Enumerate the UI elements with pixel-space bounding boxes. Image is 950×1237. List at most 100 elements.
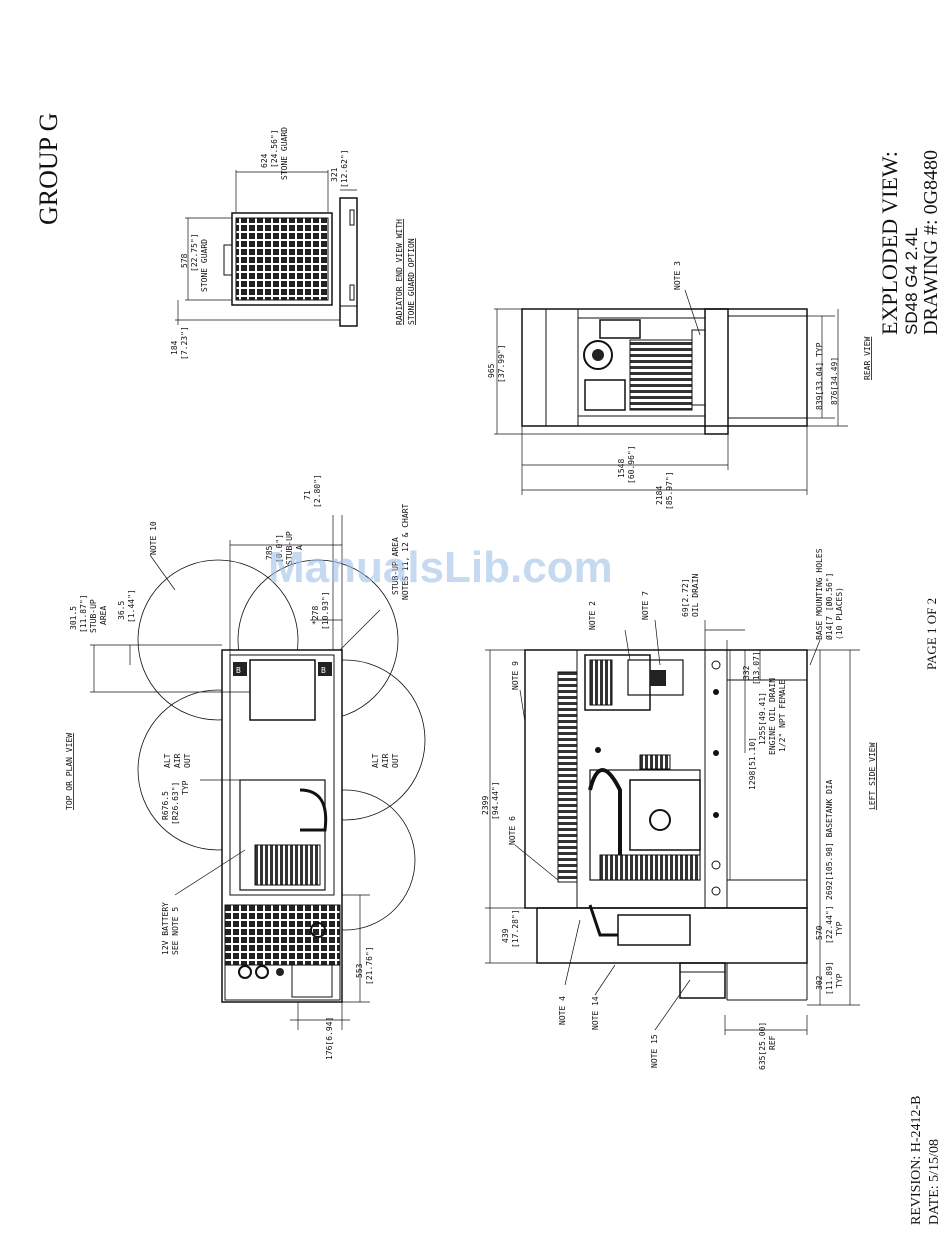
left-dim-635: 635[25.00] [758,1022,767,1070]
left-dim-2399-in: [94.44"] [491,781,500,820]
left-note7: NOTE 7 [641,591,650,620]
rear-dim-height: 965 [487,363,496,378]
watermark: ManualsLib.com [268,543,613,592]
rad-view-title: RADIATOR END VIEW WITH [395,219,404,325]
top-alt-left-2: AIR [173,753,182,768]
rad-dim-side-in: [12.62"] [340,149,349,188]
top-dim-785-in: [0.0"] [275,534,284,563]
top-note10: NOTE 10 [149,521,158,555]
top-dim-3015: 301.5 [69,606,78,630]
rear-dim-2184: 2184 [655,486,664,505]
model-label: SD48 G4 2.4L [902,227,921,335]
left-note15: NOTE 15 [650,1034,659,1068]
top-stub-small1: STUB-UP [285,531,294,565]
left-dim-302-typ: TYP [835,973,844,988]
rear-dim-839: 839[33.04] TYP [815,342,824,410]
top-dim-365: 36.5 [117,601,126,620]
rad-dim-height: 578 [180,253,189,268]
left-note6: NOTE 6 [508,816,517,845]
left-dim-2399: 2399 [481,796,490,815]
date-label: DATE: 5/15/08 [927,1139,942,1225]
rear-dim-876: 876[34.49] [830,357,839,405]
top-dim-278: *278 [311,606,320,625]
left-dim-439-in: [17.28"] [511,909,520,948]
rear-dim-height-in: [37.99"] [497,344,506,383]
left-dim-570-typ: TYP [835,921,844,936]
rear-note3: NOTE 3 [673,261,682,290]
top-alt-right-1: ALT [371,753,380,768]
group-label: GROUP G [34,113,63,225]
rear-dim-1548-in: [60.96"] [627,445,636,484]
top-dim-71-in: [2.80"] [313,474,322,508]
left-dim-1255: 1255[49.41] [758,692,767,745]
left-engine-drain2: 1/2" NPT FEMALE [778,680,787,752]
top-radius-typ: TYP [181,780,190,795]
top-stub-label2: AREA [99,606,108,625]
rad-dim-bottom: 184 [170,340,179,355]
top-plan-view [90,515,426,1030]
top-dim-278-in: [10.93"] [321,591,330,630]
rear-view-title: REAR VIEW [863,336,872,380]
left-note4: NOTE 4 [558,996,567,1025]
top-dim-176: 176[6.94] [325,1017,334,1060]
top-battery: 12V BATTERY [161,902,170,955]
left-dim-332-in: [13.07] [752,651,761,685]
left-dim-635-ref: REF [768,1035,777,1050]
left-dim-439: 439 [501,928,510,943]
rad-dim-height-label: STONE GUARD [200,239,209,292]
top-view-title: TOP OR PLAN VIEW [65,733,74,810]
top-dim-71: 71 [303,490,312,500]
left-note14: NOTE 14 [591,996,600,1030]
top-stubup-notes: NOTES 11, 12 & CHART [401,503,410,600]
top-alt-left-1: ALT [163,753,172,768]
revision-label: REVISION: H-2412-B [909,1096,924,1226]
top-radius: R676.5 [161,791,170,820]
radiator-end-view [175,170,358,327]
top-stubup-area: STUB-UP AREA [391,537,400,595]
left-dim-570-in: [22.44"] [825,905,834,944]
top-dim-553: 553 [355,963,364,978]
rad-dim-width-in: [24.56"] [270,129,279,168]
left-mount-holes3: (10 PLACES) [835,587,844,640]
top-mark-b-right: B [321,666,326,675]
top-alt-right-3: OUT [391,753,400,768]
top-mark-b-left: B [236,666,241,675]
top-dim-365-in: [1.44"] [127,589,136,623]
rear-dim-1548: 1548 [617,459,626,478]
left-dim-2692: 2692[105.98] BASETANK DIA [825,779,834,900]
rad-dim-width-label: STONE GUARD [280,127,289,180]
top-alt-right-2: AIR [381,753,390,768]
top-stub-small2: A [295,545,304,550]
top-stub-label1: STUB-UP [89,599,98,633]
left-mount-holes: BASE MOUNTING HOLES [815,548,824,640]
rad-dim-height-in: [22.75"] [190,233,199,272]
left-side-view [485,619,860,1035]
top-battery-note: SEE NOTE 5 [171,907,180,955]
left-oil-drain: 69[2.72] [681,578,690,617]
rad-dim-bottom-in: [7.23"] [180,326,189,360]
view-title: EXPLODED VIEW: [877,151,902,335]
top-radius-in: [R26.63"] [171,782,180,825]
top-dim-3015-in: [11.87"] [79,594,88,633]
rear-dim-2184-in: [85.97"] [665,471,674,510]
page-number: PAGE 1 OF 2 [924,598,939,670]
left-engine-drain: ENGINE OIL DRAIN [768,678,777,755]
rear-view [494,289,848,495]
rad-dim-side: 321 [330,167,339,182]
left-mount-holes2: Ø14[7 [Ø0.56"] [824,573,834,640]
top-alt-left-3: OUT [183,753,192,768]
left-dim-302: 302 [815,975,824,990]
left-note9: NOTE 9 [511,661,520,690]
left-note2: NOTE 2 [588,601,597,630]
rad-dim-width: 624 [260,153,269,168]
rad-view-title2: STONE GUARD OPTION [407,238,416,325]
left-dim-332: 332 [742,665,751,680]
left-view-title: LEFT SIDE VIEW [868,742,877,810]
left-dim-570: 570 [815,925,824,940]
left-dim-1298: 1298[51.10] [748,737,757,790]
drawing-number: DRAWING #: 0G8480 [920,150,942,335]
top-dim-785: 785 [265,545,274,560]
left-oil-drain2: OIL DRAIN [691,573,700,617]
